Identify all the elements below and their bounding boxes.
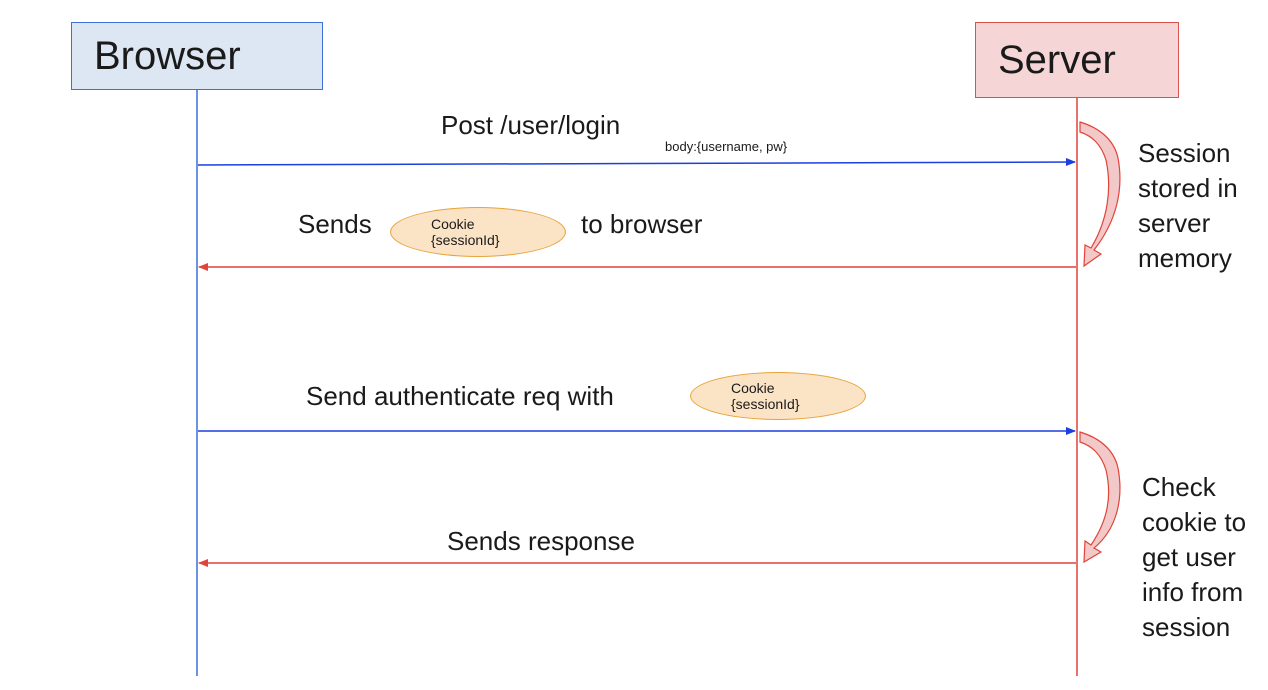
login-message-label: Post /user/login [441, 110, 621, 140]
note-line: server [1138, 208, 1211, 238]
cookie-bubble-title: Cookie [431, 215, 475, 232]
login-body-note: body:{username, pw} [665, 139, 788, 154]
cookie-bubble: Cookie {sessionId} [390, 207, 566, 257]
note-line: stored in [1138, 173, 1238, 203]
note-line: Check [1142, 472, 1216, 502]
session-stored-note: Session stored in server memory [1138, 136, 1238, 276]
cookie-response-prefix: Sends [298, 209, 372, 239]
check-cookie-curved-arrow [1079, 431, 1121, 564]
note-line: get user [1142, 542, 1236, 572]
server-actor-box: Server [975, 22, 1179, 98]
note-line: info from [1142, 577, 1244, 607]
session-store-curved-arrow [1079, 121, 1121, 268]
note-line: cookie to [1142, 507, 1247, 537]
auth-request-label: Send authenticate req with [306, 381, 614, 411]
cookie-bubble-value: {sessionId} [731, 396, 800, 412]
cookie-bubble: Cookie {sessionId} [690, 372, 866, 420]
browser-actor-label: Browser [94, 34, 241, 78]
cookie-response-suffix: to browser [581, 209, 703, 239]
cookie-bubble-value: {sessionId} [431, 232, 500, 248]
note-line: session [1142, 612, 1231, 642]
login-request-arrow [197, 158, 1076, 167]
response-message-label: Sends response [447, 526, 635, 556]
browser-actor-box: Browser [71, 22, 323, 90]
note-line: Session [1138, 138, 1231, 168]
check-cookie-note: Check cookie to get user info from sessi… [1142, 470, 1246, 645]
cookie-bubble-title: Cookie [731, 379, 775, 396]
server-actor-label: Server [998, 38, 1116, 82]
note-line: memory [1138, 243, 1232, 273]
